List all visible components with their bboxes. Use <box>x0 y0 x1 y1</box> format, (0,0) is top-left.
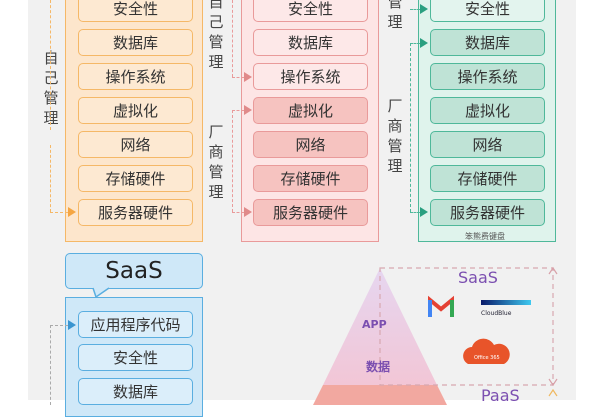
tier-label-paas: PaaS <box>481 386 520 405</box>
layer-item-1: 数据库 <box>253 29 368 56</box>
layer-item-2: 操作系统 <box>78 63 193 90</box>
bracket-line <box>232 212 244 213</box>
layer-item-1: 数据库 <box>430 29 545 56</box>
office365-logo: Office 365 <box>463 338 510 364</box>
layer-item-1: 数据库 <box>78 29 193 56</box>
bracket-line <box>50 212 68 213</box>
watermark-text: 笨熊费键盘 <box>465 232 505 241</box>
arrow-down-icon <box>548 378 558 387</box>
bracket-line <box>50 325 68 326</box>
layer-item-2: 操作系统 <box>430 63 545 90</box>
arrow-icon <box>244 72 252 82</box>
saas-item-0: 应用程序代码 <box>78 311 193 338</box>
saas-bubble-label: SaaS <box>105 258 163 284</box>
bracket-line <box>232 0 233 77</box>
layer-item-5: 存储硬件 <box>253 165 368 192</box>
bracket-line <box>232 110 233 212</box>
tier-label-saas: SaaS <box>458 268 498 287</box>
arrow-up-icon <box>548 266 558 275</box>
arrow-icon <box>244 207 252 217</box>
bracket-line <box>50 325 51 405</box>
bracket-line <box>232 77 244 78</box>
bracket-line <box>410 212 420 213</box>
label-vendor-managed: 厂商管理 <box>208 123 224 201</box>
svg-text:Office 365: Office 365 <box>474 355 500 361</box>
bracket-line <box>410 9 420 10</box>
saas-item-1: 安全性 <box>78 344 193 371</box>
service-pyramid: CloudBlue Office 365 <box>313 266 558 405</box>
pyramid-label-app: APP <box>362 318 387 331</box>
arrow-icon <box>68 320 76 330</box>
layer-item-6: 服务器硬件 <box>253 199 368 226</box>
label-self-managed: 自己管理 <box>208 0 224 71</box>
label-managed: 管理 <box>387 0 403 31</box>
svg-text:CloudBlue: CloudBlue <box>481 310 512 317</box>
gmail-logo <box>428 295 454 317</box>
layer-item-3: 虚拟化 <box>78 97 193 124</box>
layer-item-4: 网络 <box>253 131 368 158</box>
layer-item-0: 安全性 <box>430 0 545 22</box>
pyramid-tier-paas <box>313 385 447 405</box>
arrow-up-icon <box>548 388 558 397</box>
arrow-icon <box>420 207 428 217</box>
layer-item-6: 服务器硬件 <box>78 199 193 226</box>
arrow-icon <box>420 38 428 48</box>
layer-item-5: 存储硬件 <box>78 165 193 192</box>
layer-item-3: 虚拟化 <box>430 97 545 124</box>
layer-item-4: 网络 <box>430 131 545 158</box>
layer-item-3: 虚拟化 <box>253 97 368 124</box>
layer-item-2: 操作系统 <box>253 63 368 90</box>
arrow-icon <box>244 105 252 115</box>
bracket-line <box>410 43 420 44</box>
saas-bubble: SaaS <box>65 253 203 289</box>
layer-item-6: 服务器硬件 <box>430 199 545 226</box>
bracket-line <box>50 145 51 212</box>
arrow-icon <box>420 4 428 14</box>
layer-item-0: 安全性 <box>253 0 368 22</box>
arrow-icon <box>68 207 76 217</box>
cloudblue-logo: CloudBlue <box>481 300 531 317</box>
layer-item-0: 安全性 <box>78 0 193 22</box>
layer-item-4: 网络 <box>78 131 193 158</box>
layer-item-5: 存储硬件 <box>430 165 545 192</box>
bracket-line <box>50 0 51 130</box>
bracket-line <box>410 43 411 212</box>
pyramid-tier-saas <box>323 268 437 385</box>
label-vendor-managed: 厂商管理 <box>387 97 403 175</box>
pyramid-label-data: 数据 <box>366 360 391 374</box>
bracket-line <box>232 110 244 111</box>
